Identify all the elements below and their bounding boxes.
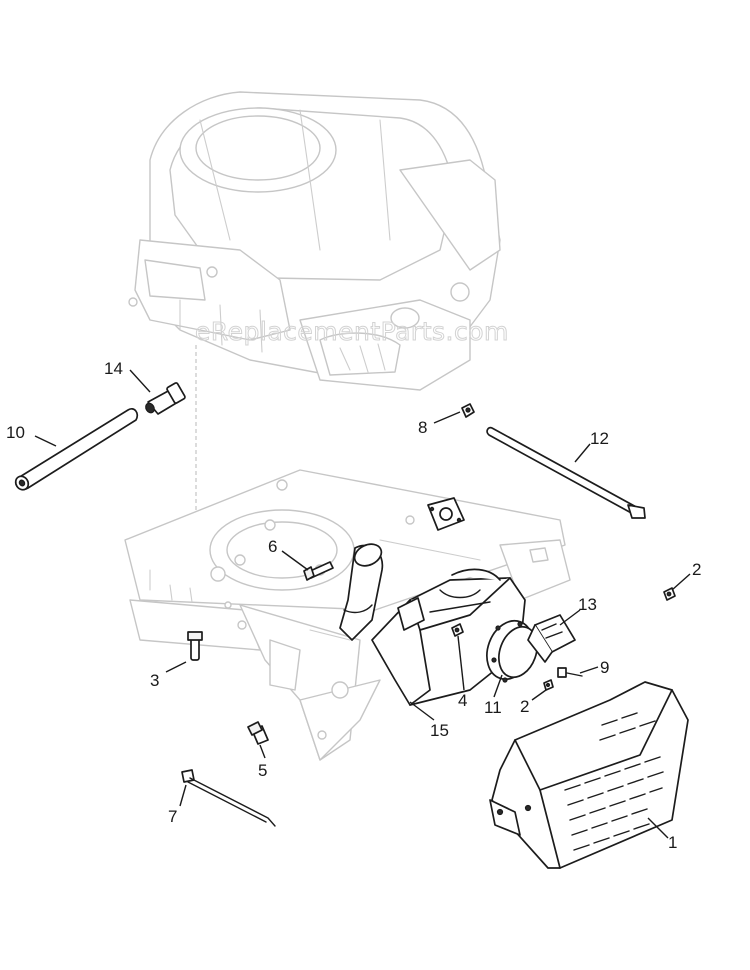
part-exhaust-pipe[interactable] [339,540,385,641]
callout-9[interactable]: 9 [600,658,609,677]
callout-13[interactable]: 13 [578,595,597,614]
callout-1[interactable]: 1 [668,833,677,852]
part-screw-4[interactable] [451,623,464,637]
part-rod-12[interactable] [486,426,646,519]
part-screw-2-lower[interactable] [543,679,554,691]
part-cable-tie-7[interactable] [181,769,276,827]
part-heat-shield-1[interactable] [489,681,689,869]
callout-11[interactable]: 11 [484,698,502,717]
part-bolt-5[interactable] [247,721,269,745]
callout-2-right[interactable]: 2 [692,560,701,579]
part-pin-9[interactable] [557,667,583,678]
callout-7[interactable]: 7 [168,807,177,826]
watermark-text: eReplacementParts.com [195,317,509,346]
part-screw-2-right[interactable] [663,587,676,601]
callout-5[interactable]: 5 [258,761,267,780]
part-gasket[interactable] [427,497,465,531]
part-nut-8[interactable] [461,403,475,418]
engine-ghost [128,91,501,391]
callouts: 1 2 2 3 4 5 6 7 8 9 10 11 12 13 14 15 [6,359,701,852]
part-fitting-14[interactable] [144,382,186,415]
callout-14[interactable]: 14 [104,359,123,378]
callout-15[interactable]: 15 [430,721,449,740]
callout-8[interactable]: 8 [418,418,427,437]
part-tube-10[interactable] [13,408,139,492]
part-muffler-15[interactable] [371,568,526,706]
part-bolt-6[interactable] [303,561,334,581]
callout-12[interactable]: 12 [590,429,609,448]
callout-4[interactable]: 4 [458,691,467,710]
callout-10[interactable]: 10 [6,423,25,442]
callout-3[interactable]: 3 [150,671,159,690]
part-spark-arrestor-13[interactable] [527,614,576,663]
callout-2-lower[interactable]: 2 [520,697,529,716]
part-bolt-3[interactable] [187,631,203,661]
leader-lines [34,369,691,839]
callout-6[interactable]: 6 [268,537,277,556]
